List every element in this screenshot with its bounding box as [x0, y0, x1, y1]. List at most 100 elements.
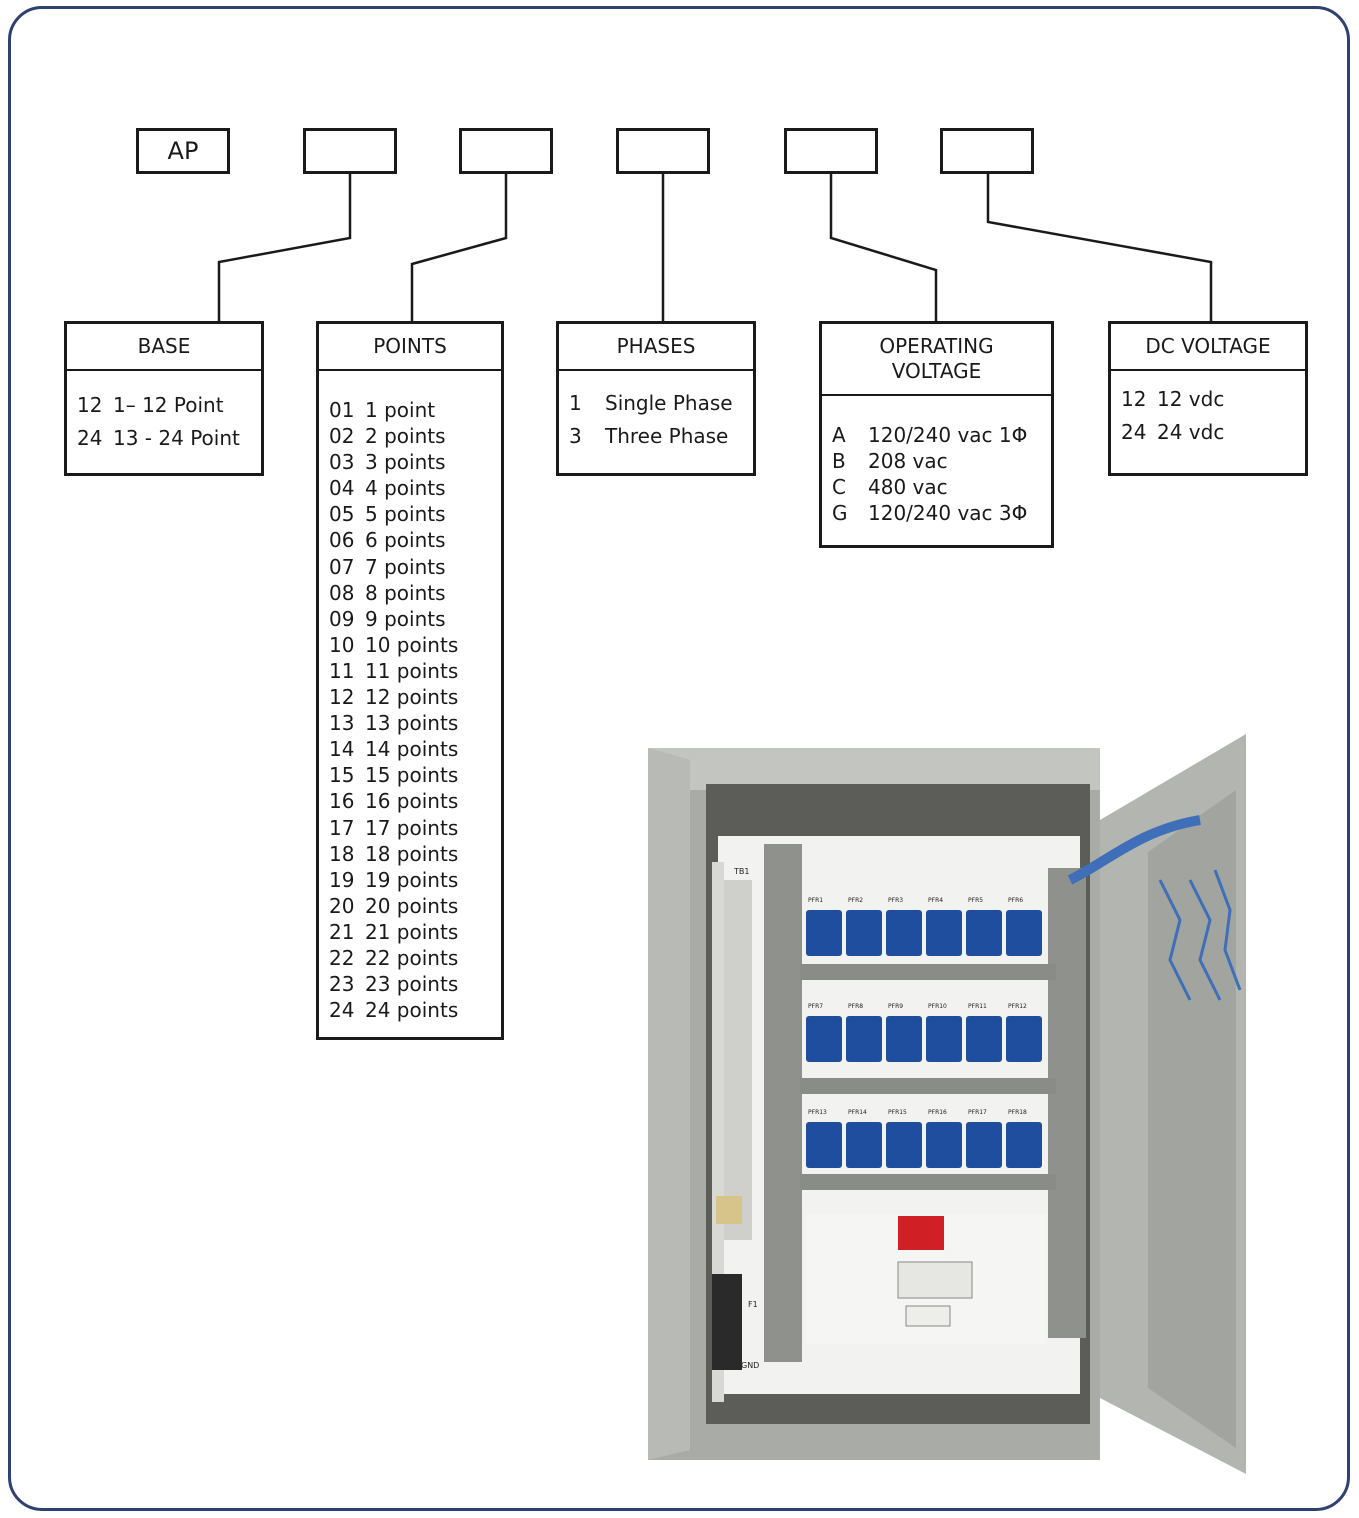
relay-label: PFR14 — [848, 1109, 867, 1116]
option-code: 12 — [77, 393, 103, 417]
relay-label: PFR6 — [1008, 897, 1023, 904]
option-label: 13 points — [365, 711, 459, 736]
option-label: 24 vdc — [1157, 420, 1225, 444]
relay-label: PFR11 — [968, 1003, 987, 1010]
option-code: 05 — [329, 502, 355, 527]
option-label: 2 points — [365, 424, 446, 449]
option-label: 5 points — [365, 502, 446, 527]
option-label: 22 points — [365, 945, 459, 970]
shelf-3 — [800, 1174, 1056, 1190]
shelf-1 — [800, 964, 1056, 980]
option-code: G — [832, 501, 848, 525]
option-code: 22 — [329, 945, 355, 970]
model-code-box-prefix: AP — [136, 128, 230, 174]
option-label: 18 points — [365, 841, 459, 866]
relay-label: PFR4 — [928, 897, 943, 904]
option-code: 24 — [77, 426, 103, 450]
option-label: 7 points — [365, 554, 446, 579]
connector-dc-voltage — [986, 174, 1213, 322]
option-label: 11 points — [365, 658, 459, 683]
base-options: 12 1– 12 Point 24 13 - 24 Point — [67, 371, 261, 455]
option-code: 20 — [329, 893, 355, 918]
dc-voltage-title: DC VOLTAGE — [1111, 324, 1305, 371]
option-label: 21 points — [365, 919, 459, 944]
relay-module — [926, 910, 962, 956]
relay-label: PFR7 — [808, 1003, 823, 1010]
enclosure-top — [648, 748, 1100, 790]
option-label: 15 points — [365, 763, 459, 788]
tb1-label: TB1 — [733, 867, 749, 876]
option-label: 480 vac — [868, 475, 948, 499]
relay-label: PFR17 — [968, 1109, 987, 1116]
option-code: C — [832, 475, 846, 499]
points-title: POINTS — [319, 324, 501, 371]
wire-duct-left — [764, 844, 802, 1362]
option-label: 120/240 vac 3Φ — [868, 501, 1028, 525]
option-code: 1 — [569, 391, 582, 415]
option-label: 10 points — [365, 632, 459, 657]
option-label: 17 points — [365, 815, 459, 840]
terminal-block — [724, 880, 752, 1240]
enclosure-left-side — [648, 748, 690, 1460]
door-cable — [1067, 815, 1201, 885]
option-label: 13 - 24 Point — [113, 426, 240, 450]
option-label: 120/240 vac 1Φ — [868, 423, 1028, 447]
option-label: 23 points — [365, 972, 459, 997]
option-label: 16 points — [365, 789, 459, 814]
relay-label: PFR8 — [848, 1003, 863, 1010]
option-code: 03 — [329, 450, 355, 475]
relay-module — [806, 1122, 842, 1168]
shelf-2 — [800, 1078, 1056, 1094]
option-label: 24 points — [365, 998, 459, 1023]
nameplate — [897, 1261, 973, 1299]
gnd-label: GND — [741, 1361, 759, 1370]
option-code: 23 — [329, 972, 355, 997]
option-label: 208 vac — [868, 449, 948, 473]
option-code: 07 — [329, 554, 355, 579]
option-label: Three Phase — [605, 424, 729, 448]
model-code-box-dc-voltage — [940, 128, 1034, 174]
warning-label — [898, 1216, 944, 1250]
page-frame — [8, 6, 1350, 1511]
relay-module — [1006, 1016, 1042, 1062]
option-code: 12 — [1121, 387, 1147, 411]
option-label: 1– 12 Point — [113, 393, 224, 417]
relay-module — [846, 1016, 882, 1062]
points-option: 23 23 points — [329, 971, 501, 997]
door-wires — [1158, 869, 1242, 1001]
relay-label: PFR3 — [888, 897, 903, 904]
wire-duct-right — [1048, 868, 1086, 1338]
option-code: 01 — [329, 398, 355, 422]
operating-voltage-title-line1: OPERATING — [879, 334, 994, 358]
option-code: 08 — [329, 580, 355, 605]
points-option: 07 7 points — [329, 554, 501, 580]
relay-module — [886, 1016, 922, 1062]
f1-label: F1 — [748, 1300, 758, 1309]
relay-label: PFR10 — [928, 1003, 947, 1010]
relay-label: PFR1 — [808, 897, 823, 904]
fuse-holder — [712, 1274, 742, 1370]
relay-label: PFR12 — [1008, 1003, 1027, 1010]
relay-module — [846, 1122, 882, 1168]
model-code-box-phases — [616, 128, 710, 174]
option-label: 3 points — [365, 450, 446, 475]
option-label: 4 points — [365, 476, 446, 501]
relay-module — [806, 910, 842, 956]
model-code-prefix-text: AP — [167, 137, 199, 165]
